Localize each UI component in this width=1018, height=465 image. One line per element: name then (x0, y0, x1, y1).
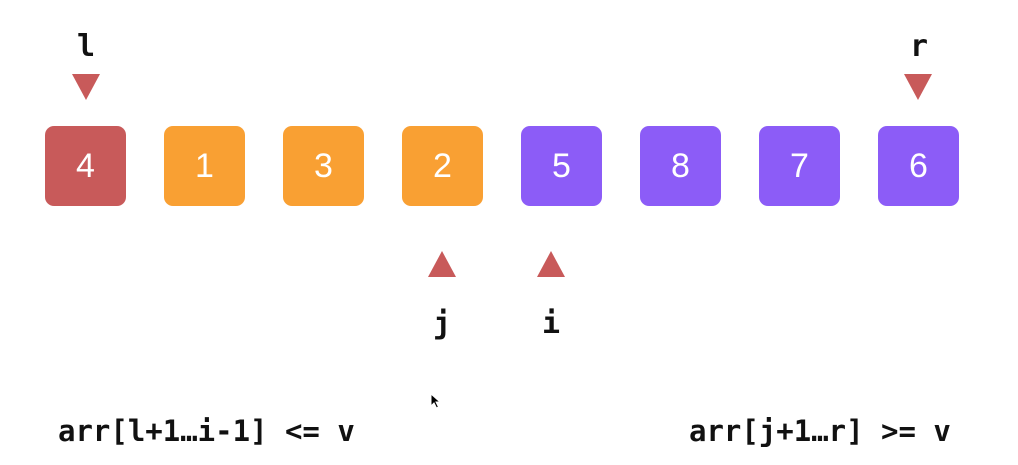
pointer-arrow-j (428, 251, 456, 277)
mouse-cursor-icon (430, 393, 442, 409)
pointer-arrow-r (904, 74, 932, 100)
pointer-label-r: r (909, 29, 929, 64)
array-cell-1: 1 (164, 126, 245, 206)
pointer-label-i: i (541, 306, 561, 341)
pointer-arrow-i (537, 251, 565, 277)
pointer-label-j: j (432, 306, 452, 341)
pointer-label-l: l (76, 29, 96, 64)
array-cell-6: 7 (759, 126, 840, 206)
array-cell-4: 5 (521, 126, 602, 206)
pointer-arrow-l (72, 74, 100, 100)
array-cell-7: 6 (878, 126, 959, 206)
array-cell-0: 4 (45, 126, 126, 206)
caption-left-invariant: arr[l+1…i-1] <= v (58, 414, 355, 448)
array-cell-5: 8 (640, 126, 721, 206)
caption-right-invariant: arr[j+1…r] >= v (689, 414, 951, 448)
array-cell-2: 3 (283, 126, 364, 206)
array-cell-3: 2 (402, 126, 483, 206)
